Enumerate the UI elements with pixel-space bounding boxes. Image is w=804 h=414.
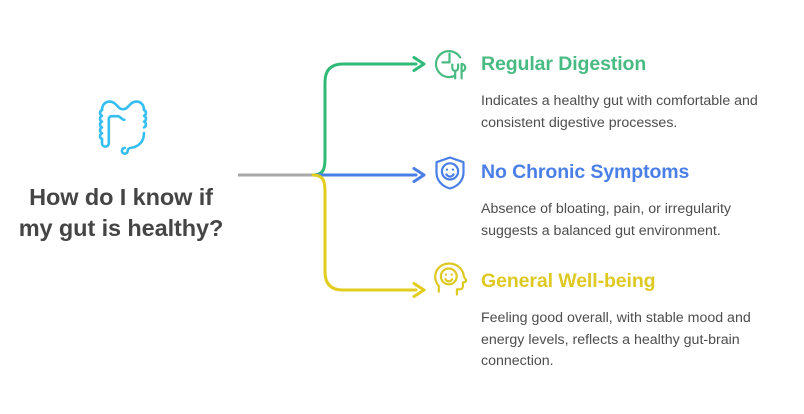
branch-header: Regular Digestion [430,42,790,88]
arrowhead-no-chronic-symptoms [412,167,426,183]
branch-header: General Well-being [430,259,790,305]
branch-regular-digestion: Regular Digestion Indicates a healthy gu… [430,42,790,134]
connector-branch-general-well-being [311,173,418,292]
branch-title: No Chronic Symptoms [481,161,690,184]
branch-header: No Chronic Symptoms [430,150,790,196]
branch-no-chronic-symptoms: No Chronic Symptoms Absence of bloating,… [430,150,790,242]
arrowhead-regular-digestion [412,56,426,72]
branch-title: General Well-being [481,270,656,293]
question-block: How do I know if my gut is healthy? [12,88,230,244]
shield-smiley-icon [435,156,465,190]
branch-description: Indicates a healthy gut with comfortable… [481,93,758,131]
arrowhead-general-well-being [412,282,426,298]
clock-fork-knife-icon [434,50,467,80]
branch-general-well-being: General Well-being Feeling good overall,… [430,259,790,373]
branch-description: Absence of bloating, pain, or irregulari… [481,201,731,239]
connector-branch-regular-digestion [311,62,418,177]
branch-title: Regular Digestion [481,53,647,76]
large-intestine-icon [98,100,148,155]
branch-description: Feeling good overall, with stable mood a… [481,310,751,370]
page-title: How do I know if my gut is healthy? [18,184,224,242]
head-smiley-icon [434,262,468,296]
